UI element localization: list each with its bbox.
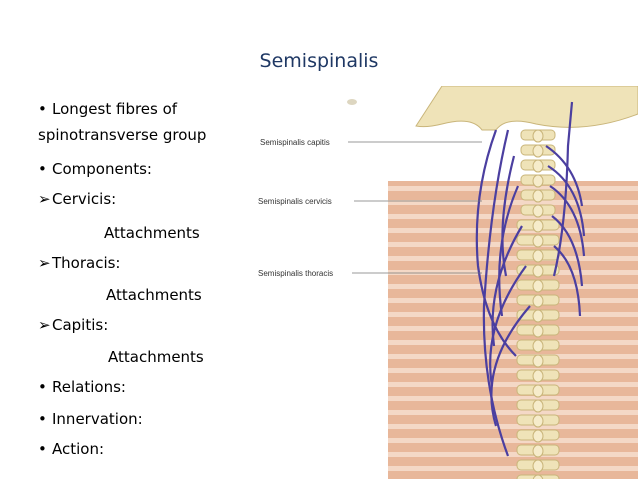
muscle-fibre (551, 215, 584, 287)
bullet-item: ➢Cervicis: (38, 190, 116, 208)
muscle-stripe (388, 382, 638, 387)
muscle-stripe (388, 214, 638, 219)
bullet-symbol: • (38, 100, 47, 118)
bullet-item: • Longest fibres of (38, 100, 177, 118)
muscle-stripe (388, 368, 638, 373)
muscle-fibre (549, 185, 586, 257)
muscle-stripe (388, 438, 638, 443)
bullet-text: Components: (52, 160, 152, 178)
arrow-bullet-icon: ➢ (38, 254, 51, 272)
spinous-process (532, 189, 544, 203)
spinous-process (532, 294, 544, 308)
muscle-stripe (388, 270, 638, 275)
semispinalis-fibres (475, 101, 586, 457)
bullet-text: Innervation: (52, 410, 143, 428)
bullet-item: spinotransverse group (38, 126, 206, 144)
slide-title: Semispinalis (259, 50, 379, 72)
bullet-text: Attachments (104, 224, 200, 242)
bullet-symbol: • (38, 440, 47, 458)
spinous-process (532, 174, 544, 188)
bullet-text: spinotransverse group (38, 126, 207, 144)
muscle-stripe (388, 410, 638, 415)
muscle-fibre (482, 129, 510, 457)
spinous-process (532, 399, 544, 413)
spinous-process (532, 249, 544, 263)
label-semispinalis-thoracis: Semispinalis thoracis (258, 269, 333, 278)
spinous-process (532, 309, 544, 323)
bullet-item: Attachments (108, 348, 204, 366)
muscle-stripe (388, 312, 638, 317)
muscle-stripe (388, 424, 638, 429)
spinous-process (532, 459, 544, 473)
spinous-process (532, 474, 544, 479)
bullet-item: Attachments (104, 224, 200, 242)
bullet-text: Relations: (52, 378, 126, 396)
vertebral-column (516, 129, 560, 479)
bullet-item: ➢Capitis: (38, 316, 108, 334)
spinous-process (532, 324, 544, 338)
bullet-text: Attachments (108, 348, 204, 366)
muscle-stripe (388, 186, 638, 191)
spinous-process (532, 369, 544, 383)
spinous-process (532, 264, 544, 278)
bullet-symbol: • (38, 410, 47, 428)
hyoid-bone (347, 99, 357, 105)
muscle-fibre (553, 245, 582, 317)
bullet-item: • Innervation: (38, 410, 143, 428)
arrow-bullet-icon: ➢ (38, 316, 51, 334)
label-semispinalis-cervicis: Semispinalis cervicis (258, 197, 332, 206)
spinous-process (532, 354, 544, 368)
bullet-text: Cervicis: (52, 190, 117, 208)
muscle-stripe (388, 298, 638, 303)
anatomy-figure: Semispinalis capitis Semispinalis cervic… (258, 86, 638, 479)
bullet-text: Action: (52, 440, 105, 458)
muscle-stripe (388, 452, 638, 457)
bullet-text: Attachments (106, 286, 202, 304)
spinous-process (532, 159, 544, 173)
muscle-fibre (475, 129, 517, 357)
bullet-symbol: • (38, 378, 47, 396)
bullet-text: Capitis: (52, 316, 109, 334)
spinous-process (532, 279, 544, 293)
muscle-stripe (388, 466, 638, 471)
muscle-stripe (388, 340, 638, 345)
spinous-process (532, 204, 544, 218)
muscle-fibre (552, 101, 574, 277)
bullet-symbol: • (38, 160, 47, 178)
bullet-item: • Components: (38, 160, 152, 178)
muscle-fibre (498, 185, 520, 317)
muscle-stripe (388, 354, 638, 359)
muscle-stripe (388, 256, 638, 261)
spinous-process (532, 234, 544, 248)
bullet-item: • Relations: (38, 378, 126, 396)
muscle-fibre (490, 305, 531, 427)
muscle-stripe (388, 228, 638, 233)
muscle-fibre (547, 165, 586, 237)
muscle-stripe (388, 396, 638, 401)
spinous-process (532, 414, 544, 428)
bullet-item: Attachments (106, 286, 202, 304)
muscle-fibre (489, 265, 527, 387)
spinous-process (532, 129, 544, 143)
spinous-process (532, 429, 544, 443)
label-semispinalis-capitis: Semispinalis capitis (260, 138, 330, 147)
bullet-text: Thoracis: (52, 254, 121, 272)
spinous-process (532, 144, 544, 158)
skull-base (415, 86, 638, 131)
spinous-process (532, 339, 544, 353)
muscle-stripe (388, 200, 638, 205)
bullet-item: • Action: (38, 440, 104, 458)
muscle-fibre (545, 145, 584, 207)
bullet-text: Longest fibres of (52, 100, 178, 118)
spinous-process (532, 444, 544, 458)
arrow-bullet-icon: ➢ (38, 190, 51, 208)
bullet-item: ➢Thoracis: (38, 254, 121, 272)
spinous-process (532, 219, 544, 233)
spinous-process (532, 384, 544, 398)
